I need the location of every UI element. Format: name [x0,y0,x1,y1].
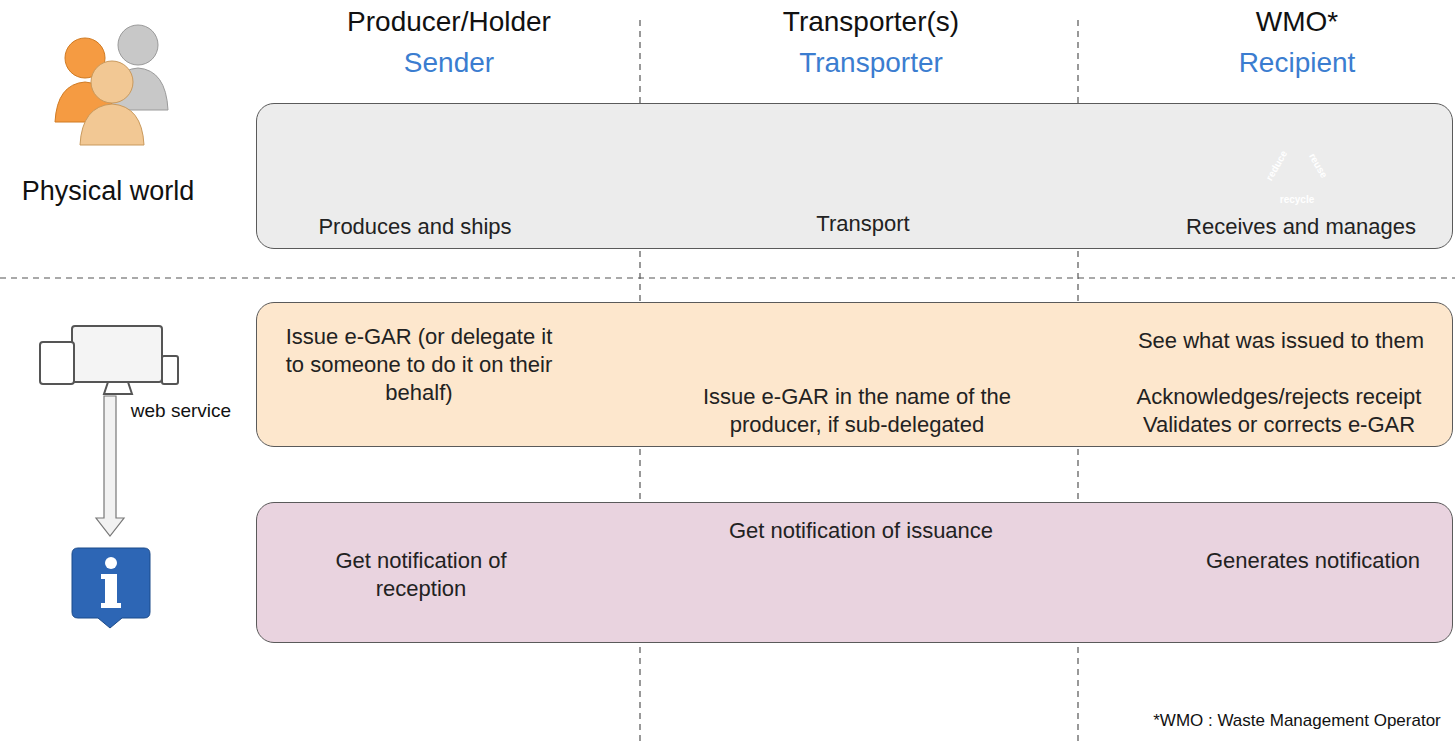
people-icon [55,25,168,145]
e-gar-band: Issue e-GAR (or delegate it to someone t… [256,302,1453,447]
column-header: WMO* [1256,6,1338,38]
role-name: Recipient [1239,47,1356,79]
role-name: Transporter [799,47,943,79]
step-text: Get notification of issuance [701,517,1021,545]
step-text: Issue e-GAR in the name of the producer,… [667,383,1047,439]
flow-arrow [993,147,1178,197]
row-divider [0,277,1455,278]
flow-arrow [549,140,733,190]
arrow-label: web service [131,400,231,422]
step-text: Issue e-GAR (or delegate it to someone t… [274,323,564,407]
notification-band: Get notification of reception Get notific… [256,502,1453,643]
row-label: Physical world [22,176,195,207]
step-text: Receives and manages [1161,213,1441,241]
footnote: *WMO : Waste Management Operator [1153,711,1441,731]
flow-arrow [549,355,1178,379]
info-icon [72,548,150,628]
recycle-word: recycle [1280,194,1314,205]
flow-arrow [549,553,1178,577]
column-header: Transporter(s) [783,6,959,38]
step-text: See what was issued to them [1116,327,1446,355]
step-text: Produces and ships [285,213,545,241]
column-header: Producer/Holder [347,6,551,38]
devices-icon [40,326,178,394]
flow-down-arrow [96,396,124,536]
step-text: Generates notification [1188,547,1438,575]
step-text: Acknowledges/rejects receipt Validates o… [1114,383,1444,439]
step-text: Get notification of reception [311,547,531,603]
step-text: Transport [783,210,943,238]
role-name: Sender [404,47,494,79]
